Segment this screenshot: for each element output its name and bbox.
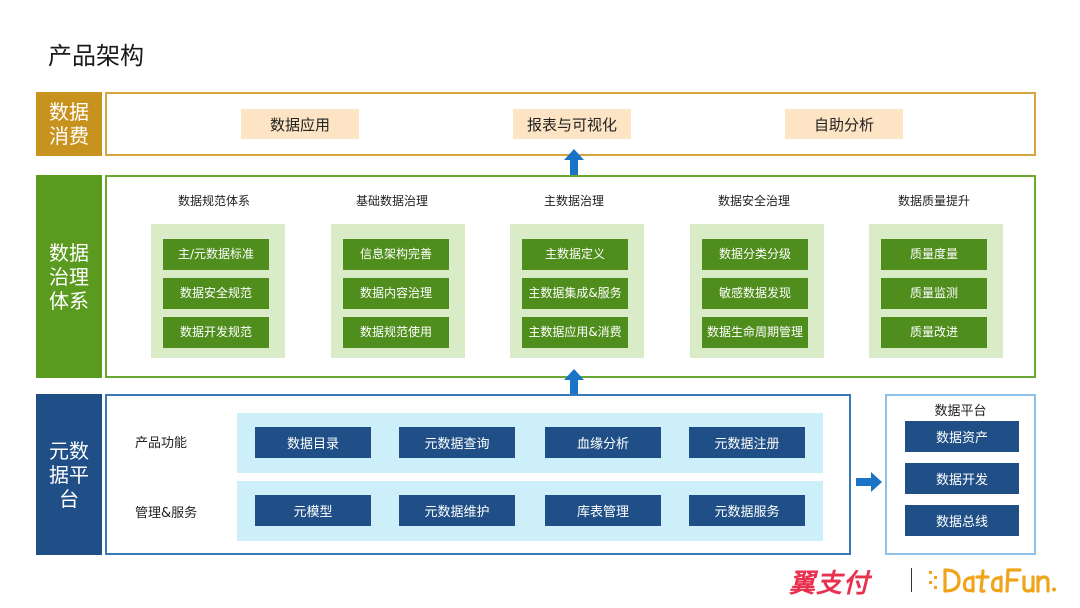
- governance-item[interactable]: 数据分类分级: [702, 239, 808, 270]
- metadata-platform-label: 元数据平台: [36, 394, 102, 555]
- column-box: 信息架构完善 数据内容治理 数据规范使用: [331, 224, 465, 358]
- column-box: 主/元数据标准 数据安全规范 数据开发规范: [151, 224, 285, 358]
- governance-item[interactable]: 质量度量: [881, 239, 987, 270]
- metadata-item-data-catalog[interactable]: 数据目录: [255, 427, 371, 458]
- arrow-up-icon: [564, 369, 584, 395]
- metadata-item-metadata-query[interactable]: 元数据查询: [399, 427, 515, 458]
- data-platform-item-data-assets[interactable]: 数据资产: [905, 421, 1019, 452]
- governance-item[interactable]: 主/元数据标准: [163, 239, 269, 270]
- governance-item[interactable]: 主数据应用&消费: [522, 317, 628, 348]
- column-title: 数据安全治理: [717, 194, 790, 208]
- governance-item[interactable]: 信息架构完善: [343, 239, 449, 270]
- data-platform-panel: 数据平台 数据资产 数据开发 数据总线: [885, 394, 1036, 555]
- governance-item[interactable]: 数据生命周期管理: [702, 317, 808, 348]
- governance-item[interactable]: 数据内容治理: [343, 278, 449, 309]
- governance-item[interactable]: 质量监测: [881, 278, 987, 309]
- column-box: 质量度量 质量监测 质量改进: [869, 224, 1003, 358]
- consumption-item-data-application[interactable]: 数据应用: [241, 109, 359, 139]
- consumption-item-reports-visualization[interactable]: 报表与可视化: [513, 109, 631, 139]
- consumption-item-self-service-analysis[interactable]: 自助分析: [785, 109, 903, 139]
- governance-item[interactable]: 主数据定义: [522, 239, 628, 270]
- consumption-layer-label: 数据消费: [36, 92, 102, 156]
- data-platform-item-data-bus[interactable]: 数据总线: [905, 505, 1019, 536]
- column-title: 数据质量提升: [897, 194, 970, 208]
- logo-divider: [911, 568, 912, 592]
- page-title: 产品架构: [48, 42, 144, 70]
- column-title: 基础数据治理: [355, 194, 428, 208]
- column-box: 主数据定义 主数据集成&服务 主数据应用&消费: [510, 224, 644, 358]
- metadata-item-lineage-analysis[interactable]: 血缘分析: [545, 427, 661, 458]
- row-label-product-functions: 产品功能: [135, 436, 188, 451]
- metadata-item-table-management[interactable]: 库表管理: [545, 495, 661, 526]
- governance-layer: 数据规范体系 主/元数据标准 数据安全规范 数据开发规范 基础数据治理 信息架构…: [105, 175, 1036, 378]
- bestpay-logo: 翼支付: [789, 569, 871, 599]
- governance-item[interactable]: 质量改进: [881, 317, 987, 348]
- arrow-up-icon: [564, 149, 584, 175]
- arrow-right-icon: [856, 472, 882, 492]
- row-label-management-services: 管理&服务: [135, 506, 198, 521]
- metadata-item-meta-model[interactable]: 元模型: [255, 495, 371, 526]
- column-title: 主数据治理: [543, 194, 604, 208]
- governance-item[interactable]: 数据规范使用: [343, 317, 449, 348]
- metadata-item-metadata-service[interactable]: 元数据服务: [689, 495, 805, 526]
- column-box: 数据分类分级 敏感数据发现 数据生命周期管理: [690, 224, 824, 358]
- column-title: 数据规范体系: [177, 194, 250, 208]
- governance-item[interactable]: 数据安全规范: [163, 278, 269, 309]
- consumption-layer: 数据应用 报表与可视化 自助分析: [105, 92, 1036, 156]
- governance-layer-label: 数据治理体系: [36, 175, 102, 378]
- metadata-item-metadata-registration[interactable]: 元数据注册: [689, 427, 805, 458]
- datafun-logo: [929, 568, 1056, 593]
- data-platform-item-data-development[interactable]: 数据开发: [905, 463, 1019, 494]
- governance-item[interactable]: 主数据集成&服务: [522, 278, 628, 309]
- data-platform-title: 数据平台: [934, 404, 987, 419]
- row-product-functions: 数据目录 元数据查询 血缘分析 元数据注册: [237, 413, 823, 473]
- metadata-item-metadata-maintenance[interactable]: 元数据维护: [399, 495, 515, 526]
- governance-item[interactable]: 数据开发规范: [163, 317, 269, 348]
- row-management-services: 元模型 元数据维护 库表管理 元数据服务: [237, 481, 823, 541]
- governance-item[interactable]: 敏感数据发现: [702, 278, 808, 309]
- metadata-platform-layer: 产品功能 数据目录 元数据查询 血缘分析 元数据注册 管理&服务 元模型 元数据…: [105, 394, 851, 555]
